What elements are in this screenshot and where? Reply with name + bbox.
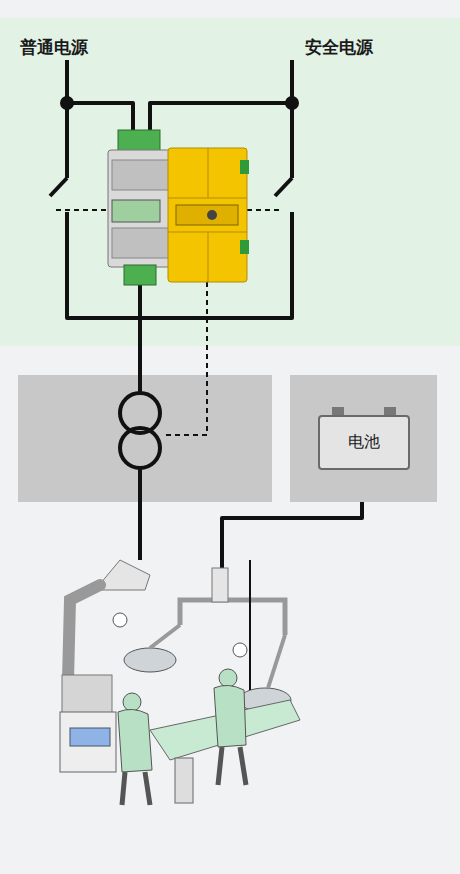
bus-line — [65, 60, 69, 178]
wire — [67, 103, 133, 132]
module-handle — [176, 205, 238, 225]
battery-label: 电池 — [340, 428, 388, 457]
module-seams — [168, 148, 247, 282]
transformer-coil — [120, 428, 160, 468]
source-label: 安全电源 — [305, 36, 373, 59]
upper-poles — [112, 160, 170, 190]
lower-poles — [112, 228, 170, 258]
monitor-link — [162, 282, 207, 435]
terminal-block — [118, 130, 160, 152]
switch-blade — [50, 178, 67, 196]
wire — [150, 103, 292, 132]
bus-line — [290, 60, 294, 178]
control-link — [247, 209, 282, 211]
wire — [222, 502, 362, 572]
battery-box: 电池 — [318, 415, 410, 470]
module-knob — [207, 210, 217, 220]
control-link — [56, 209, 108, 211]
terminal-block — [124, 265, 156, 285]
monitor-module — [168, 148, 247, 282]
junction-dot — [60, 96, 74, 110]
wire — [138, 285, 142, 392]
junction-dot — [285, 96, 299, 110]
switch-device — [108, 150, 174, 267]
source-label: 普通电源 — [20, 36, 88, 59]
lcd-display — [112, 200, 160, 222]
green-region — [0, 18, 460, 346]
switch-blade — [275, 178, 292, 196]
module-terminal — [240, 240, 249, 254]
battery-panel — [290, 375, 437, 502]
wire — [138, 468, 142, 560]
module-terminal — [240, 160, 249, 174]
transformer-panel — [18, 375, 272, 502]
operating-room — [60, 560, 300, 805]
